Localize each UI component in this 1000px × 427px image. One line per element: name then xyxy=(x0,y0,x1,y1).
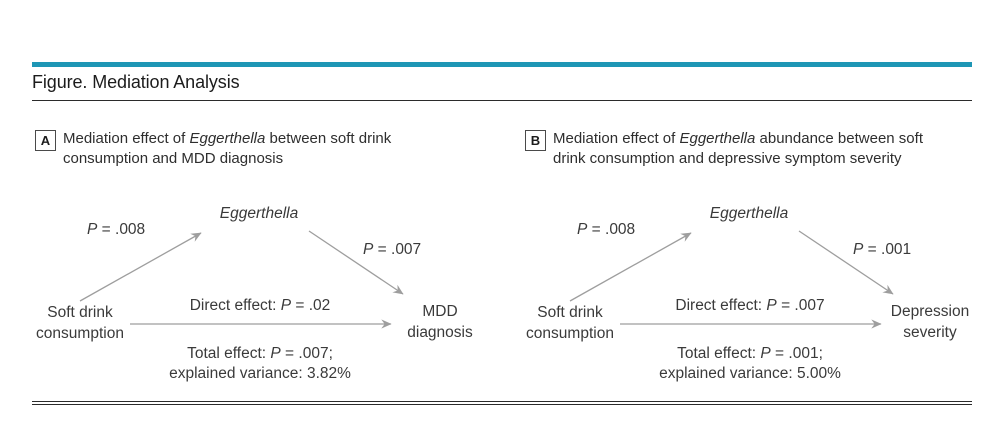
source-line1: Soft drink xyxy=(47,304,113,321)
p-symbol: P xyxy=(280,297,292,314)
title-rule xyxy=(32,100,972,101)
source-line2: consumption xyxy=(526,325,614,342)
caption-text: abundance between soft xyxy=(755,130,923,147)
total-effect-prefix: Total effect: xyxy=(187,345,271,362)
panel-a-label-box: A xyxy=(35,130,56,151)
panel-b-label-box: B xyxy=(525,130,546,151)
p-value-text: = .001 xyxy=(863,241,912,258)
outcome-node: Depression severity xyxy=(891,301,969,343)
p-symbol: P xyxy=(760,345,771,362)
caption-text: Mediation effect of xyxy=(63,130,190,147)
bottom-rule xyxy=(32,401,972,405)
direct-effect-value: = .007 xyxy=(776,297,825,314)
mediator-node: Eggerthella xyxy=(709,205,789,222)
p-symbol: P xyxy=(766,297,777,314)
p-value-text: = .008 xyxy=(97,221,146,238)
caption-text: between soft drink xyxy=(265,130,392,147)
path-a-pvalue: P = .008 xyxy=(577,221,635,239)
outcome-line2: severity xyxy=(903,324,957,341)
panel-a-caption: Mediation effect of Eggerthella between … xyxy=(63,129,391,168)
total-effect-label: Total effect: P = .007; xyxy=(187,345,333,363)
caption-text: Mediation effect of xyxy=(553,130,680,147)
source-node: Soft drink consumption xyxy=(526,302,614,344)
panel-a-caption-line2: consumption and MDD diagnosis xyxy=(63,149,284,167)
panel-a-caption-line1: Mediation effect of Eggerthella between … xyxy=(63,129,391,149)
explained-variance-label: explained variance: 5.00% xyxy=(659,365,841,382)
path-b-arrow xyxy=(308,230,404,295)
panel-b-caption-line1: Mediation effect of Eggerthella abundanc… xyxy=(553,129,923,149)
panel-a: A Mediation effect of Eggerthella betwee… xyxy=(32,125,492,393)
explained-variance-label: explained variance: 3.82% xyxy=(169,365,351,382)
mediation-arrows xyxy=(79,230,404,329)
accent-bar xyxy=(32,62,972,67)
direct-effect-label: Direct effect: P = .007 xyxy=(675,297,824,315)
mediation-arrows xyxy=(569,230,894,329)
source-node: Soft drink consumption xyxy=(36,302,124,344)
direct-effect-prefix: Direct effect: xyxy=(675,297,767,314)
p-symbol: P xyxy=(87,221,98,238)
p-value-text: = .007 xyxy=(373,241,422,258)
outcome-line2: diagnosis xyxy=(407,324,473,341)
path-a-arrow xyxy=(569,232,692,302)
panel-b: B Mediation effect of Eggerthella abunda… xyxy=(522,125,982,393)
p-symbol: P xyxy=(577,221,588,238)
outcome-node: MDD diagnosis xyxy=(407,301,473,343)
panel-b-caption: Mediation effect of Eggerthella abundanc… xyxy=(553,129,923,168)
path-b-pvalue: P = .007 xyxy=(363,241,421,259)
panel-b-caption-line2: drink consumption and depressive symptom… xyxy=(553,149,902,167)
caption-italic-term: Eggerthella xyxy=(189,130,266,147)
source-line2: consumption xyxy=(36,325,124,342)
path-b-arrow xyxy=(798,230,894,295)
direct-effect-prefix: Direct effect: xyxy=(189,297,281,314)
path-a-pvalue: P = .008 xyxy=(87,221,145,239)
outcome-line1: Depression xyxy=(890,303,970,320)
figure-title: Figure. Mediation Analysis xyxy=(32,72,240,92)
outcome-line1: MDD xyxy=(422,303,458,320)
total-effect-label: Total effect: P = .001; xyxy=(677,345,823,363)
caption-italic-term: Eggerthella xyxy=(679,130,756,147)
mediator-node: Eggerthella xyxy=(219,205,299,222)
direct-effect-label: Direct effect: P = .02 xyxy=(190,297,331,315)
p-symbol: P xyxy=(853,241,864,258)
total-effect-prefix: Total effect: xyxy=(677,345,761,362)
source-line1: Soft drink xyxy=(537,304,603,321)
p-symbol: P xyxy=(270,345,281,362)
p-symbol: P xyxy=(363,241,374,258)
total-effect-value: = .001; xyxy=(770,345,823,362)
path-a-arrow xyxy=(79,232,202,302)
path-b-pvalue: P = .001 xyxy=(853,241,911,259)
direct-effect-value: = .02 xyxy=(291,297,331,314)
p-value-text: = .008 xyxy=(587,221,636,238)
total-effect-value: = .007; xyxy=(280,345,333,362)
